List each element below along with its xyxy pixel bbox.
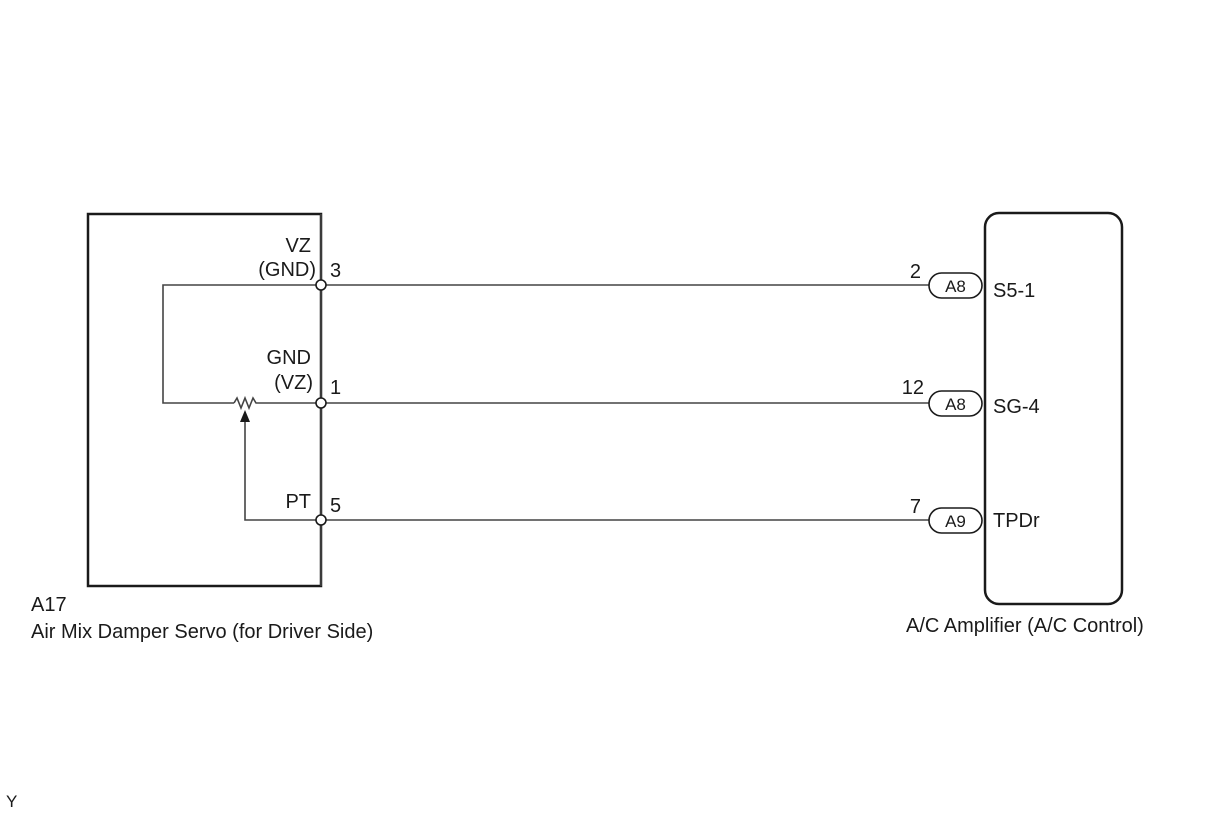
potentiometer-resistor	[233, 395, 321, 411]
connector-a9	[928, 507, 983, 534]
terminal-5	[315, 514, 327, 526]
connector-a8-mid	[928, 390, 983, 417]
wire-number-2: 2	[910, 261, 921, 283]
connector-a8-top	[928, 272, 983, 299]
terminal-label-s5-1: S5-1	[993, 280, 1035, 302]
servo-name: Air Mix Damper Servo (for Driver Side)	[31, 621, 373, 643]
terminal-3	[315, 279, 327, 291]
ac-amplifier-box	[983, 211, 1124, 606]
terminal-label-sg-4: SG-4	[993, 396, 1040, 418]
pin-label-gnd: GND	[267, 347, 311, 369]
wire-number-12: 12	[902, 377, 924, 399]
pin-number-1: 1	[330, 377, 341, 399]
potentiometer-wiper	[244, 420, 321, 521]
pin-label-vz: VZ	[285, 235, 311, 257]
terminal-label-tpdr: TPDr	[993, 510, 1040, 532]
pin-label-vz-paren: (VZ)	[274, 372, 313, 394]
connector-label-a9: A9	[945, 512, 966, 531]
pin-label-gnd-paren: (GND)	[258, 259, 316, 281]
pin-number-3: 3	[330, 260, 341, 282]
servo-code: A17	[31, 594, 67, 616]
terminal-1	[315, 397, 327, 409]
ac-amplifier-name: A/C Amplifier (A/C Control)	[906, 615, 1144, 637]
wiper-arrow-icon	[240, 410, 250, 422]
connector-label-a8-mid: A8	[945, 395, 966, 414]
wire-number-7: 7	[910, 496, 921, 518]
pin-number-5: 5	[330, 495, 341, 517]
connector-label-a8-top: A8	[945, 277, 966, 296]
potentiometer-loop	[162, 284, 321, 404]
pin-label-pt: PT	[285, 491, 311, 513]
corner-mark: Y	[6, 792, 17, 811]
